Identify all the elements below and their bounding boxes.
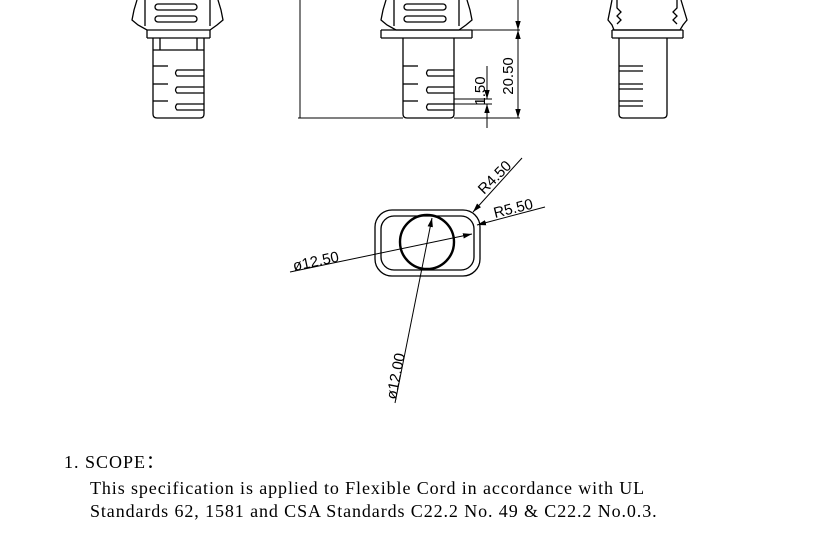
dim-dia-12-50: ø12.50 xyxy=(291,249,340,275)
dim-1-50: 1.50 xyxy=(472,76,489,105)
dim-20-50: 20.50 xyxy=(500,57,517,95)
dim-dia-12-00: ø12.00 xyxy=(383,352,409,401)
left-plug-view xyxy=(131,0,224,119)
right-plug-view xyxy=(607,0,688,119)
dim-r4-50: R4.50 xyxy=(475,158,515,198)
dim-r5-50: R5.50 xyxy=(492,196,535,222)
center-plug-view xyxy=(380,0,473,119)
plug-cross-section xyxy=(289,157,546,404)
vertical-dimensions xyxy=(298,0,521,128)
